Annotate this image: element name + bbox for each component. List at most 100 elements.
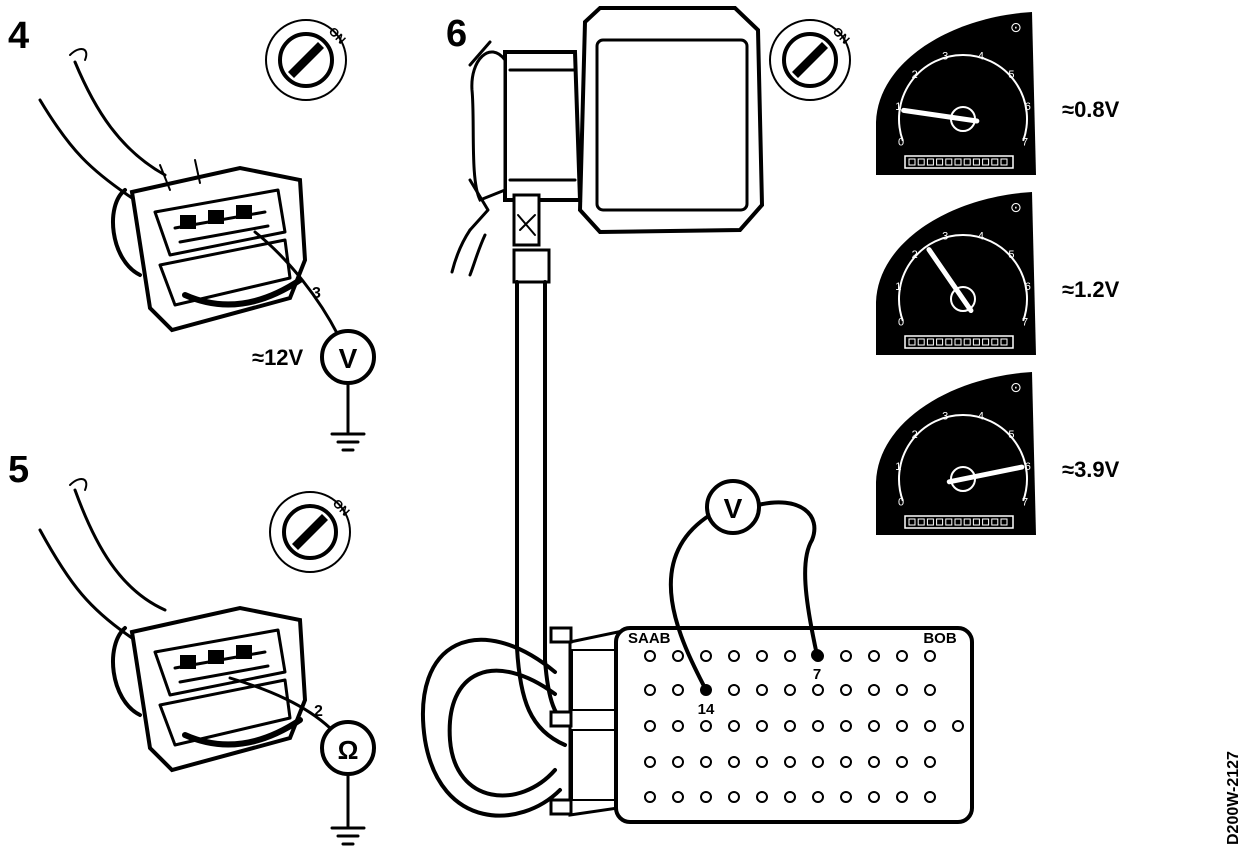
breakout-pin-hole [840,756,852,768]
breakout-pin-hole [896,650,908,662]
odometer-digit [945,158,953,166]
odometer-digit [945,338,953,346]
breakout-pin-hole [728,720,740,732]
gauge-scale-label: 5 [1008,249,1014,261]
gauge-scale-label: 3 [942,410,948,422]
breakout-pin-hole [840,720,852,732]
breakout-pin-hole [700,791,712,803]
breakout-pin-hole [644,684,656,696]
gauge-scale-label: 1 [895,101,901,113]
test-lead-7 [756,500,819,657]
breakout-pin-grid [644,650,964,803]
breakout-pin-hole [672,720,684,732]
odometer-digit [982,518,990,526]
test-lead [253,230,340,337]
probe-pin-14 [700,684,712,696]
odometer-display [904,335,1014,349]
voltmeter-symbol: V [339,343,358,374]
odometer-digit [945,518,953,526]
gauge-scale-label: 6 [1025,281,1031,293]
breakout-pin-hole [756,684,768,696]
breakout-pin-hole [868,684,880,696]
odometer-digit [917,158,925,166]
odometer-digit [954,338,962,346]
odometer-digit [991,158,999,166]
sensor-module [450,6,765,284]
breakout-pin-hole [644,720,656,732]
connector [111,159,308,333]
gauge-voltage-reading: ≈0.8V [1062,97,1120,122]
step-5-number: 5 [8,449,29,491]
odometer-digit [936,518,944,526]
pin-2-label: 2 [314,703,323,720]
odometer-digit [936,158,944,166]
breakout-pin-hole [896,684,908,696]
breakout-pin-hole [644,650,656,662]
gauge-scale-label: 7 [1022,497,1028,509]
step-4-panel: 4 3 V ≈12V [8,15,376,452]
ignition-switch-icon: ON [769,19,853,101]
breakout-pin-hole [868,720,880,732]
test-lead [228,676,332,730]
odometer-digit [982,338,990,346]
odometer-digit [926,158,934,166]
breakout-pin-hole [756,720,768,732]
breakout-pin-hole [812,791,824,803]
odometer-digit [963,338,971,346]
breakout-pin-hole [756,650,768,662]
gauge-scale-label: 2 [912,69,918,81]
gauge-scale-label: 1 [895,281,901,293]
breakout-pin-hole [784,684,796,696]
odometer-digit [908,158,916,166]
odometer-digit [963,158,971,166]
odometer-digit [982,158,990,166]
odometer-digit [991,518,999,526]
bob-brand-right: BOB [923,630,957,647]
step-5-panel: 5 2 Ω ON [8,449,376,846]
odometer-digit [963,518,971,526]
step-6-number: 6 [446,13,467,55]
gauge-arc [898,414,1028,502]
breakout-pin-hole [700,756,712,768]
breakout-pin-hole [812,720,824,732]
harness-wire [38,528,137,642]
voltmeter-symbol: V [724,493,743,524]
breakout-pin-hole [924,650,936,662]
gauge-scale-label: 7 [1022,317,1028,329]
gauge-scale-label: 1 [895,461,901,473]
pin-14-label: 14 [698,701,715,718]
breakout-pin-hole [756,756,768,768]
breakout-pin-hole [896,791,908,803]
headlight-indicator-icon: ⊙ [1010,200,1022,216]
breakout-pin-hole [896,720,908,732]
breakout-pin-hole [644,756,656,768]
breakout-pin-hole [924,791,936,803]
headlight-indicator-icon: ⊙ [1010,20,1022,36]
gauge-scale-label: 4 [978,50,984,62]
gauge-scale-label: 6 [1025,461,1031,473]
odometer-digit [972,338,980,346]
breakout-pin-hole [784,756,796,768]
connector [111,605,308,773]
gauge-hub [950,286,976,312]
gauge-voltage-reading: ≈1.2V [1062,277,1120,302]
breakout-pin-hole [784,720,796,732]
breakout-pin-hole [840,791,852,803]
gauge-face [876,12,1036,175]
voltmeter-icon [705,479,761,535]
cable-loop [421,637,562,818]
voltage-reading-12v: ≈12V [252,345,304,370]
ohmmeter-symbol: Ω [338,735,359,765]
odometer-digit [972,518,980,526]
gauge-scale-label: 4 [978,230,984,242]
ground-symbol-icon [330,772,366,846]
gauge-scale-label: 5 [1008,429,1014,441]
breakout-pin-hole [812,756,824,768]
cable [515,280,547,662]
odometer-digit [1000,338,1008,346]
gauge-scale-label: 2 [912,429,918,441]
odometer-digit [936,338,944,346]
